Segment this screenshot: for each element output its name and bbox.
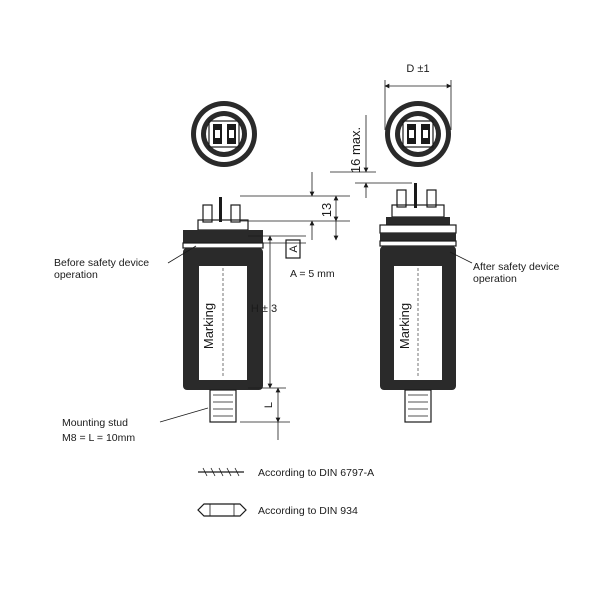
- left-top-view: [191, 101, 257, 167]
- mounting-stud-label-line2: M8 = L = 10mm: [62, 432, 135, 444]
- max-height-dimension: 16 max.: [348, 127, 363, 173]
- after-safety-label-line2: operation: [473, 273, 517, 285]
- stud-length-dimension: L: [263, 402, 275, 408]
- legend-thread-symbol: [198, 467, 244, 477]
- diameter-dimension: D ±1: [406, 63, 429, 75]
- right-marking-label: Marking: [397, 303, 412, 349]
- diameter-dimension-lines: [384, 80, 452, 130]
- left-capacitor: Marking: [182, 101, 264, 423]
- max-height-dimension-lines: [330, 115, 412, 198]
- legend-nut-symbol: [197, 503, 247, 517]
- terminal-dimension: 13: [319, 203, 334, 217]
- right-top-view: [385, 101, 451, 167]
- legend-nut-label: According to DIN 934: [258, 505, 358, 517]
- mounting-stud-label-line1: Mounting stud: [62, 417, 128, 429]
- legend-thread-label: According to DIN 6797-A: [258, 467, 374, 479]
- height-dimension: H ± 3: [251, 303, 277, 315]
- a-box-label: A: [288, 245, 300, 253]
- before-safety-label-line2: operation: [54, 269, 98, 281]
- before-safety-label-line1: Before safety device: [54, 257, 149, 269]
- a-box: [285, 239, 301, 259]
- after-safety-label-line1: After safety device: [473, 261, 560, 273]
- dimension-lines-left: [240, 172, 350, 440]
- left-marking-label: Marking: [201, 303, 216, 349]
- right-capacitor: Marking: [379, 101, 457, 423]
- a-value-label: A = 5 mm: [290, 268, 335, 280]
